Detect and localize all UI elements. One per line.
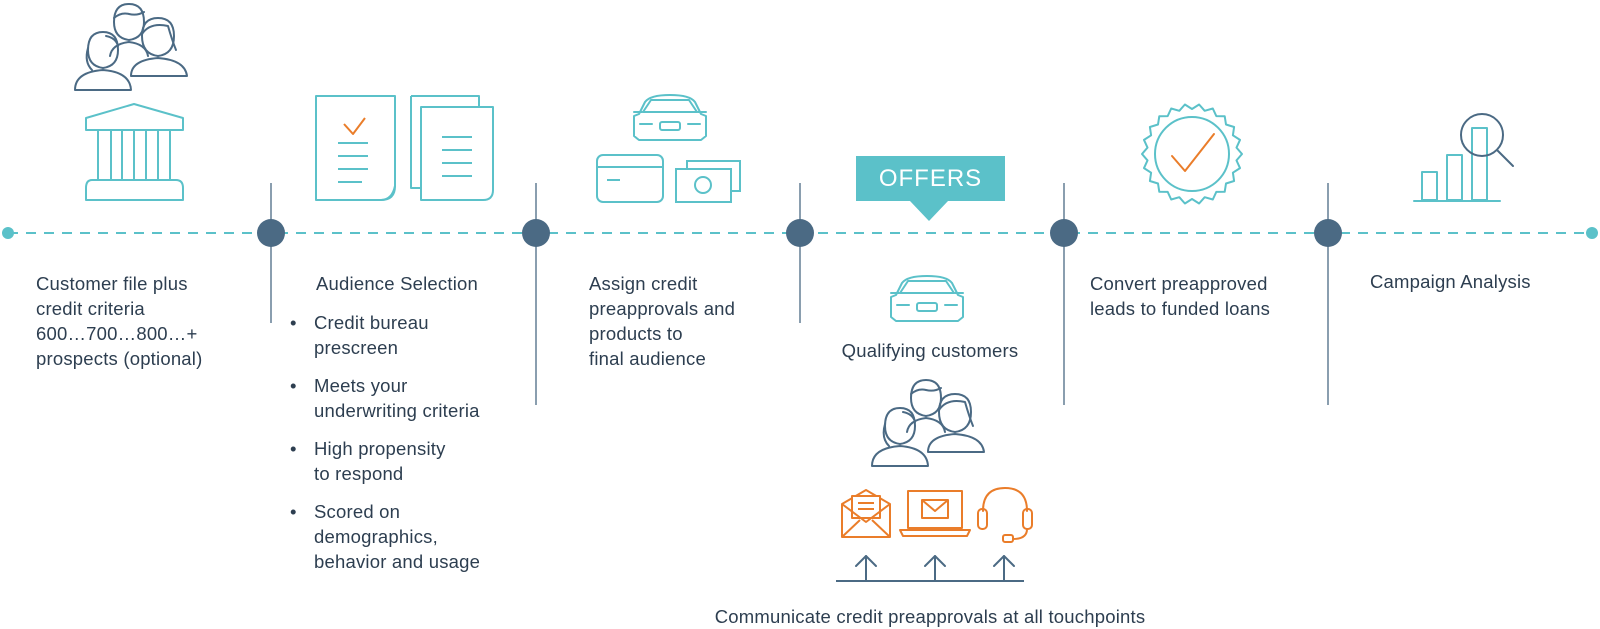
cash-icon xyxy=(675,160,741,203)
stage-2-bullet: Meets your underwriting criteria xyxy=(290,373,480,423)
stage-2-bullet-list: Credit bureau prescreen Meets your under… xyxy=(290,310,480,587)
laptop-icon xyxy=(899,490,971,537)
bank-building-icon xyxy=(85,103,184,201)
timeline-node-5 xyxy=(1314,219,1342,247)
documents-icon xyxy=(410,95,494,201)
stage-2-bullet: Credit bureau prescreen xyxy=(290,310,480,360)
headset-icon xyxy=(977,487,1033,543)
stage-1-title: Customer file plus credit criteria 600…7… xyxy=(36,273,203,369)
stage-2-bullet: Scored on demographics, behavior and usa… xyxy=(290,499,480,574)
arrow-up-icon xyxy=(924,555,946,581)
timeline-node-1 xyxy=(257,219,285,247)
credit-card-icon xyxy=(596,154,664,203)
people-group-icon xyxy=(871,379,985,467)
stage-4-title: Qualifying customers xyxy=(841,340,1019,361)
timeline-node-2 xyxy=(522,219,550,247)
arrow-up-icon xyxy=(993,555,1015,581)
bar-chart-magnifier-icon xyxy=(1413,113,1514,202)
timeline-end-dot xyxy=(1586,227,1598,239)
approval-seal-icon xyxy=(1141,103,1243,205)
car-icon xyxy=(890,275,964,322)
stage-3-title: Assign credit preapprovals and products … xyxy=(589,273,736,369)
stage-6-title: Campaign Analysis xyxy=(1370,271,1531,292)
mail-icon xyxy=(841,489,891,538)
stage-5-title: Convert preapproved leads to funded loan… xyxy=(1090,273,1271,319)
checklist-document-icon xyxy=(315,95,396,201)
timeline-start-dot xyxy=(2,227,14,239)
stage-2-bullet: High propensity to respond xyxy=(290,436,480,486)
timeline-node-3 xyxy=(786,219,814,247)
offers-pointer xyxy=(910,201,948,221)
timeline-node-4 xyxy=(1050,219,1078,247)
car-icon xyxy=(633,94,707,141)
offers-label: OFFERS xyxy=(856,156,1005,201)
stage-4-footer: Communicate credit preapprovals at all t… xyxy=(714,606,1146,627)
stage-2-title: Audience Selection xyxy=(316,273,478,294)
people-group-icon xyxy=(74,3,188,91)
timeline-nodes xyxy=(257,219,1342,247)
arrow-up-icon xyxy=(855,555,877,581)
